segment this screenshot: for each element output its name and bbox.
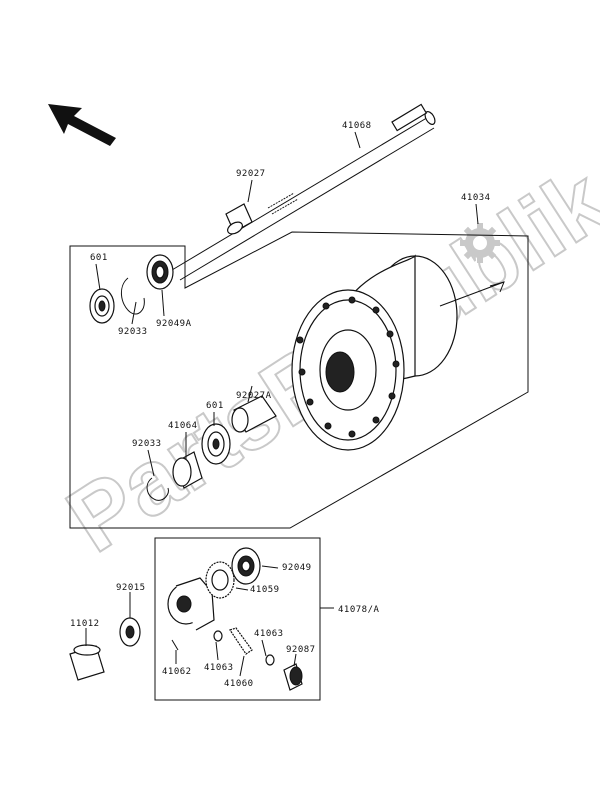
label-pinion: 41060 [224,679,254,689]
pin [171,639,179,651]
direction-arrow-icon [48,104,116,146]
label-washer-gear: 92015 [116,583,146,593]
collar-right [172,451,203,489]
axle [165,103,436,281]
washer-63b [265,654,275,666]
bushing [283,663,303,691]
circlip-right [146,477,169,501]
label-hub-assy: 41034 [461,193,491,203]
cap [69,644,105,681]
bearing-right [201,423,231,465]
oil-seal-gear [231,547,261,585]
label-bearing-left: 601 [90,253,108,263]
gear-icon [460,223,500,263]
wheel-hub [291,254,505,451]
gearbox-assembly-frame [154,537,321,701]
spacer [231,395,277,433]
gear [205,561,235,599]
label-washer-63a: 41063 [254,629,284,639]
circlip-left [121,277,145,315]
label-washer-63b: 41063 [204,663,234,673]
pinion [229,627,253,655]
label-collar-right: 41064 [168,421,198,431]
label-collar: 92027 [236,169,266,179]
label-axle: 41068 [342,121,372,131]
label-gear: 41059 [250,585,280,595]
label-pin: 41062 [162,667,192,677]
leader-lines [85,131,479,677]
label-spacer: 92027A [236,391,272,401]
gearbox-housing [167,577,215,631]
hub-assembly-frame [69,231,529,529]
collar [225,203,253,235]
label-oil-seal-gear: 92049 [282,563,312,573]
label-bearing-right: 601 [206,401,224,411]
oil-seal-left [146,254,174,290]
washer-gear [119,617,141,647]
label-bushing: 92087 [286,645,316,655]
label-circlip-right: 92033 [132,439,162,449]
label-oil-seal-left: 92049A [156,319,192,329]
label-circlip-left: 92033 [118,327,148,337]
label-cap: 11012 [70,619,100,629]
callout-labels: 41068 92027 41034 601 92033 92049A 92027… [70,121,491,689]
label-gearbox-assy: 41078/A [338,605,380,615]
bearing-left [89,288,115,324]
washer-63a [213,630,223,642]
